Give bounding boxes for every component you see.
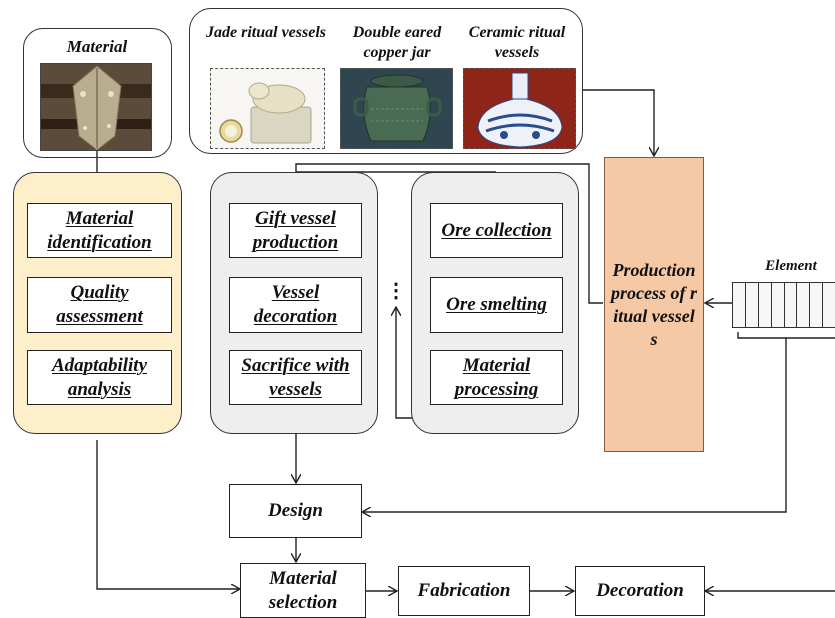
element-label: Element [765, 258, 817, 274]
production-process-label: Production process of ritual vessels [611, 259, 697, 349]
gift-vessel-production-box: Gift vessel production [229, 203, 362, 258]
decoration-box: Decoration [575, 566, 705, 616]
fabrication-label: Fabrication [417, 580, 511, 601]
material-identification-box: Material identification [27, 203, 172, 258]
jade-vessel-icon [211, 69, 324, 148]
material-processing-label: Material processing [454, 354, 539, 400]
ceramic-vase-image [463, 68, 576, 149]
element-cell [823, 283, 835, 327]
material-source-panel: Material [23, 28, 172, 158]
element-array [732, 282, 835, 328]
production-process-box: Production process of ritual vessels [604, 157, 704, 452]
ore-smelting-box: Ore smelting [430, 277, 563, 333]
vessel-decoration-box: Vessel decoration [229, 277, 362, 333]
element-cell [772, 283, 785, 327]
element-cell [733, 283, 746, 327]
metal-plate-image [40, 63, 152, 151]
ore-collection-box: Ore collection [430, 203, 563, 258]
design-label: Design [268, 500, 323, 521]
ore-collection-label: Ore collection [441, 219, 552, 241]
material-selection-box: Material selection [240, 563, 366, 618]
gift-vessel-production-label: Gift vessel production [252, 207, 339, 253]
decoration-label: Decoration [596, 580, 684, 601]
quality-assessment-box: Quality assessment [27, 277, 172, 333]
element-cell [810, 283, 824, 327]
jade-vessel-image [210, 68, 325, 149]
material-title: Material [66, 37, 128, 56]
vessels-panel: Jade ritual vessels Double eared copper … [189, 8, 583, 154]
quality-assessment-label: Quality assessment [56, 282, 143, 327]
material-processing-box: Material processing [430, 350, 563, 405]
fabrication-box: Fabrication [398, 566, 530, 616]
adaptability-analysis-label: Adaptability analysis [52, 354, 147, 400]
vessel-label-jade: Jade ritual vessels [206, 24, 326, 41]
copper-jar-icon [341, 69, 452, 148]
ellipsis-marker: ⋮ [386, 280, 406, 302]
adaptability-analysis-box: Adaptability analysis [27, 350, 172, 405]
vessel-label-ceramic: Ceramic ritual vessels [468, 24, 566, 61]
sacrifice-with-vessels-box: Sacrifice with vessels [229, 350, 362, 405]
element-cell [785, 283, 798, 327]
element-cell [746, 283, 759, 327]
metal-plate-icon [41, 64, 151, 150]
material-selection-label: Material selection [268, 567, 338, 613]
vessel-decoration-label: Vessel decoration [253, 282, 338, 327]
sacrifice-with-vessels-label: Sacrifice with vessels [241, 354, 350, 400]
vessel-label-copper: Double eared copper jar [352, 24, 442, 61]
design-box: Design [229, 484, 362, 538]
element-cell [759, 283, 772, 327]
ore-smelting-label: Ore smelting [446, 294, 547, 315]
ceramic-vase-icon [464, 69, 575, 148]
element-cell [797, 283, 811, 327]
copper-jar-image [340, 68, 453, 149]
material-identification-label: Material identification [47, 207, 152, 253]
